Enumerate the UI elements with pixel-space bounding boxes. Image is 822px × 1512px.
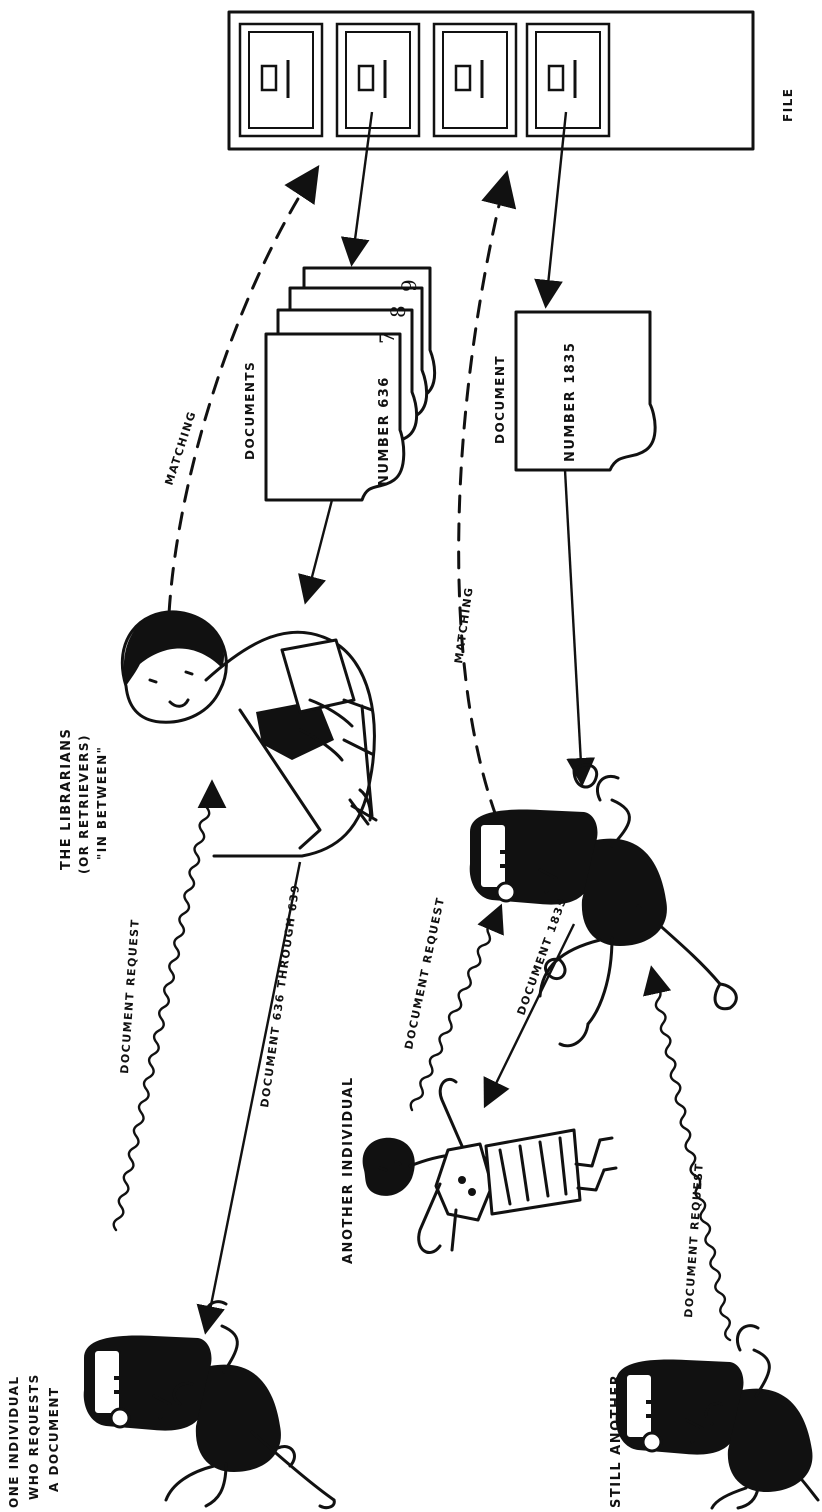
retriever-figure: [469, 763, 738, 1048]
doc-tab-8: 8: [386, 305, 410, 318]
individual-figure-1: [83, 1300, 336, 1510]
document-1835: NUMBER 1835 DOCUMENT: [493, 310, 657, 472]
individual-1-label-a: ONE INDIVIDUAL: [7, 1375, 21, 1508]
doc-tab-7: 7: [375, 331, 399, 344]
individual-1-label-b: WHO REQUESTS: [27, 1373, 41, 1500]
delivery-arrow-2: [483, 923, 576, 1109]
file-label: FILE: [781, 87, 795, 122]
arrow-file-to-documents: [340, 111, 374, 267]
request-label-1: DOCUMENT REQUEST: [118, 918, 142, 1074]
cabinet-drawer-3: 0 1: [432, 22, 518, 138]
documents-number-label: NUMBER 636: [377, 376, 392, 486]
librarian-figure: [120, 610, 378, 858]
document-number-label: NUMBER 1835: [563, 342, 578, 462]
arrow-documents-to-librarian: [298, 499, 334, 605]
matching-curve-top: [166, 164, 320, 642]
documents-label: DOCUMENTS: [243, 361, 257, 460]
cabinet-drawer-2: 0 1: [335, 22, 421, 138]
individual-1-label-c: A DOCUMENT: [47, 1386, 61, 1492]
librarians-label-1: THE LIBRARIANS: [59, 728, 74, 870]
cabinet-frame: [227, 10, 755, 151]
individual-figure-2: [362, 1077, 618, 1254]
doc-tab-9: 9: [397, 279, 421, 292]
cabinet-drawer-4: 0 1: [525, 22, 611, 138]
matching-label-top: MATCHING: [162, 409, 198, 487]
matching-curve-bottom: [457, 170, 517, 818]
individual-figure-3: [615, 1324, 820, 1510]
request-wave-1: [112, 779, 227, 1232]
individual-2-label: ANOTHER INDIVIDUAL: [341, 1076, 356, 1264]
request-label-3: DOCUMENT REQUEST: [682, 1162, 706, 1318]
librarians-label-3: "IN BETWEEN": [95, 746, 109, 860]
request-label-2: DOCUMENT REQUEST: [402, 896, 447, 1051]
matching-label-bottom: MATCHING: [452, 586, 476, 665]
document-label: DOCUMENT: [493, 355, 507, 444]
delivery-label-1: DOCUMENT 636 THROUGH 639: [258, 883, 302, 1108]
file-cabinet: 0 1 0 1 0 1 0 1 FILE: [227, 10, 795, 151]
librarians-label-2: (OR RETRIEVERS): [77, 734, 91, 874]
arrow-document-to-retriever: [563, 469, 596, 787]
documents-stack: 9 8 7 NUMBER 636 DOCUMENTS: [243, 266, 437, 502]
arrow-file-to-document: [534, 111, 568, 309]
individual-3-label: STILL ANOTHER: [609, 1374, 624, 1508]
request-wave-3: [643, 965, 732, 1342]
delivery-arrow-1: [196, 861, 302, 1335]
request-wave-2: [409, 903, 504, 1112]
cabinet-drawer-1: 0 1: [238, 22, 324, 138]
